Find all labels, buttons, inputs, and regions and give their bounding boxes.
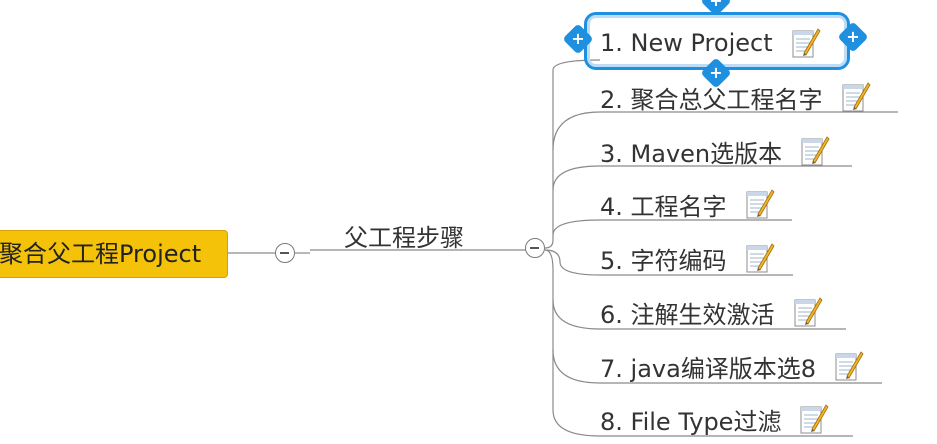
notepad-pencil-icon[interactable]	[799, 403, 829, 435]
plus-icon: +	[571, 29, 585, 48]
branch-topic[interactable]: 父工程步骤	[344, 218, 464, 253]
notepad-pencil-icon[interactable]	[745, 242, 775, 274]
step-topic-label: 2. 聚合总父工程名字	[600, 85, 823, 114]
plus-icon: +	[709, 0, 723, 10]
add-topic-left-handle[interactable]: +	[562, 23, 594, 55]
notepad-pencil-icon[interactable]	[841, 81, 871, 113]
plus-icon: +	[846, 27, 860, 46]
step-topic[interactable]: 2. 聚合总父工程名字	[600, 80, 871, 114]
notepad-pencil-icon[interactable]	[834, 350, 864, 382]
step-topic-label: 8. File Type过滤	[600, 407, 782, 436]
step-topic-label: 1. New Project	[600, 29, 773, 57]
notepad-pencil-icon[interactable]	[791, 27, 821, 59]
notepad-pencil-icon[interactable]	[793, 296, 823, 328]
step-topic[interactable]: 6. 注解生效激活	[600, 295, 823, 329]
step-topic[interactable]: 8. File Type过滤	[600, 402, 829, 436]
collapse-toggle-button[interactable]	[525, 238, 545, 258]
step-topic[interactable]: 5. 字符编码	[600, 241, 775, 275]
collapse-toggle-button[interactable]	[275, 243, 295, 263]
step-topic-label: 6. 注解生效激活	[600, 300, 775, 329]
step-topic[interactable]: 4. 工程名字	[600, 187, 775, 221]
add-topic-right-handle[interactable]: +	[837, 21, 869, 53]
step-topic[interactable]: 3. Maven选版本	[600, 134, 830, 168]
step-topic-label: 3. Maven选版本	[600, 139, 783, 168]
notepad-pencil-icon[interactable]	[745, 188, 775, 220]
step-topic[interactable]: 1. New Project	[600, 26, 821, 60]
root-topic-label: 聚合父工程Project	[0, 240, 202, 268]
step-topic-label: 4. 工程名字	[600, 192, 727, 221]
root-topic[interactable]: 聚合父工程Project	[0, 230, 228, 278]
step-topic-label: 5. 字符编码	[600, 246, 727, 275]
step-topic[interactable]: 7. java编译版本选8	[600, 349, 864, 383]
branch-topic-label: 父工程步骤	[344, 224, 464, 252]
notepad-pencil-icon[interactable]	[800, 135, 830, 167]
step-topic-label: 7. java编译版本选8	[600, 354, 817, 383]
